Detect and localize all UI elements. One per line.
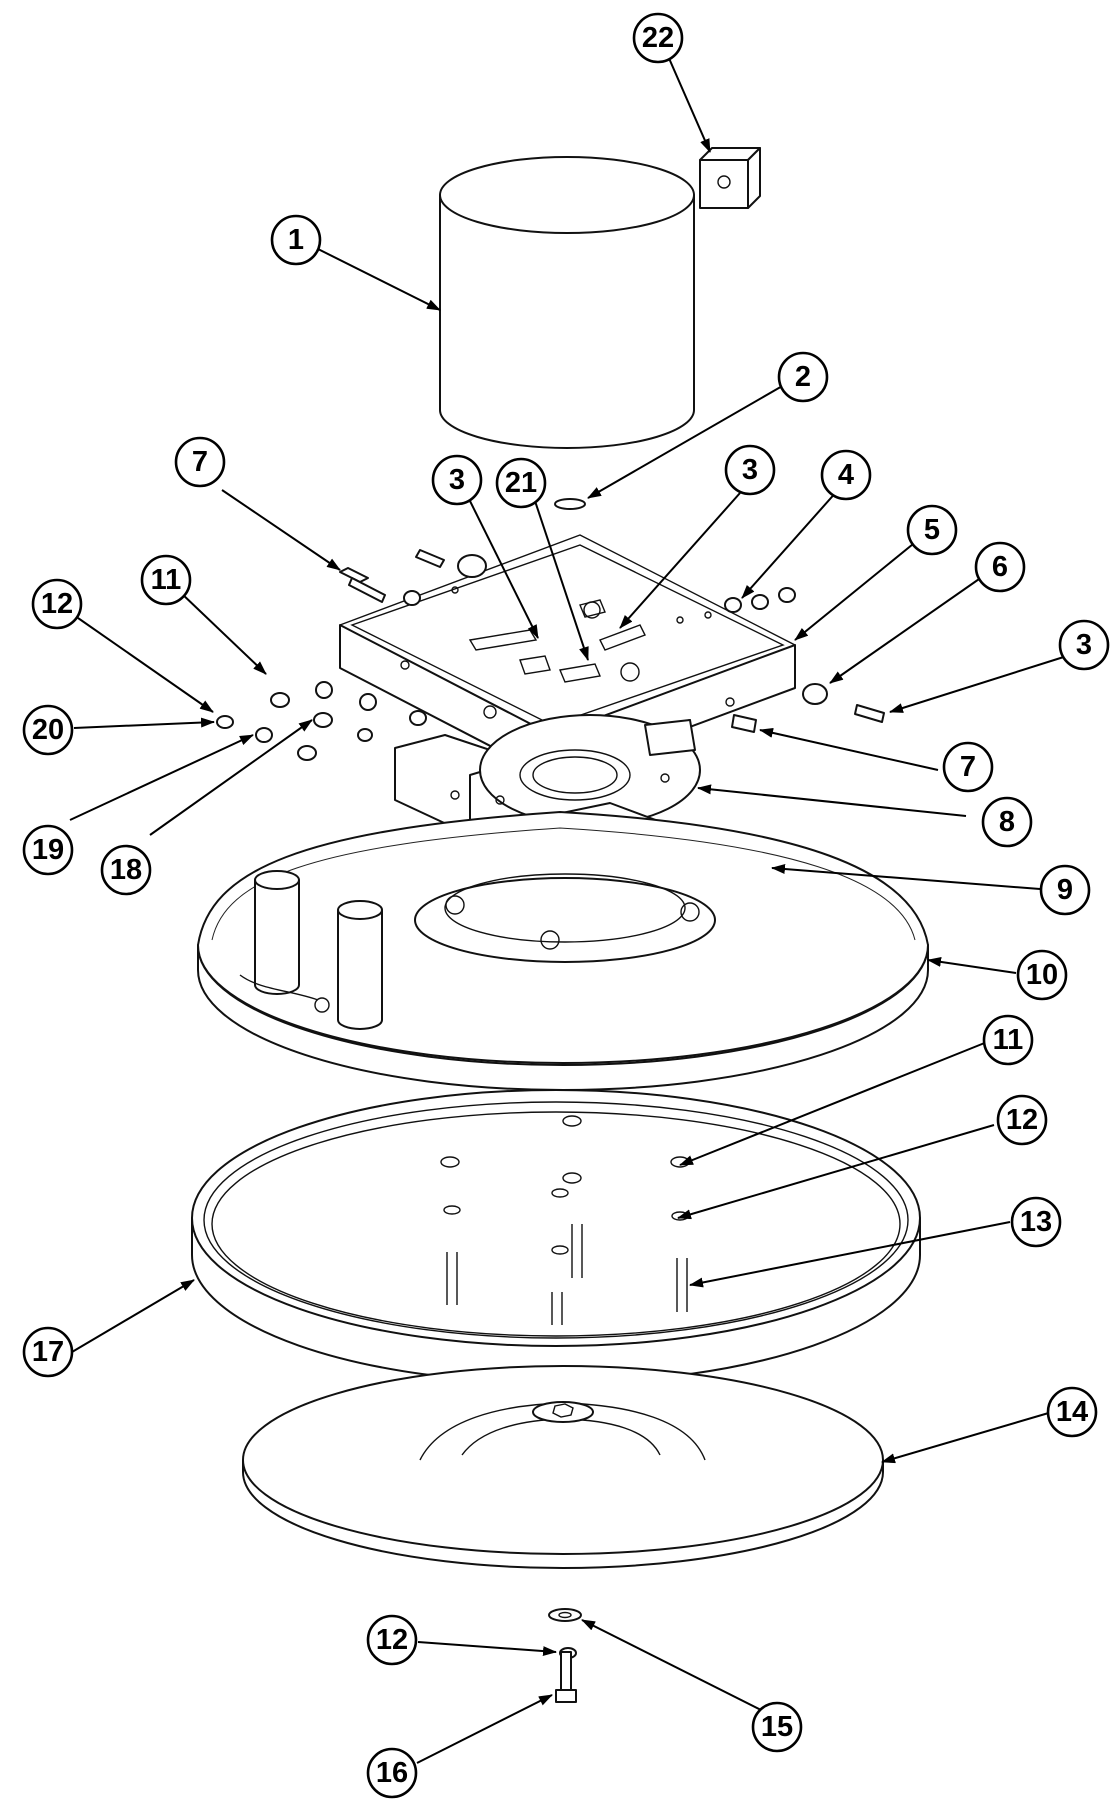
callout-12-upper: 12 (31, 578, 83, 630)
callout-10-label: 10 (1026, 959, 1058, 991)
callout-12-mid-label: 12 (1006, 1104, 1038, 1136)
callout-4-label: 4 (838, 459, 854, 491)
callout-15: 15 (751, 1701, 803, 1753)
callout-8-label: 8 (999, 806, 1015, 838)
callout-13-label: 13 (1020, 1206, 1052, 1238)
part-22-cube (699, 147, 761, 209)
callout-3-left-label: 3 (449, 464, 465, 496)
callout-17-label: 17 (32, 1336, 64, 1368)
callout-7-upper-label: 7 (192, 446, 208, 478)
callout-3-left: 3 (431, 454, 483, 506)
callout-4: 4 (820, 449, 872, 501)
callout-16-label: 16 (376, 1757, 408, 1789)
callout-16: 16 (366, 1747, 418, 1799)
callout-1-label: 1 (288, 224, 304, 256)
callout-6-label: 6 (992, 551, 1008, 583)
callout-3-right-label: 3 (1076, 629, 1092, 661)
callout-5: 5 (906, 504, 958, 556)
callout-22: 22 (632, 12, 684, 64)
callout-9-label: 9 (1057, 874, 1073, 906)
callout-2: 2 (777, 351, 829, 403)
callout-14-label: 14 (1056, 1396, 1088, 1428)
callout-1: 1 (270, 214, 322, 266)
part-15-washer (548, 1608, 582, 1622)
callout-18: 18 (100, 844, 152, 896)
part-2-o-ring (554, 498, 586, 510)
callout-7-lower: 7 (942, 741, 994, 793)
callout-7-upper: 7 (174, 436, 226, 488)
callout-11-lower: 11 (982, 1014, 1034, 1066)
callout-3-right: 3 (1058, 619, 1110, 671)
callout-3-mid-label: 3 (742, 454, 758, 486)
callout-11-upper-label: 11 (151, 564, 182, 596)
callout-21-label: 21 (505, 467, 537, 499)
callout-19: 19 (22, 824, 74, 876)
callout-3-mid: 3 (724, 444, 776, 496)
part-10-base-housing (197, 811, 929, 1091)
callout-12-lower-label: 12 (376, 1624, 408, 1656)
callout-19-label: 19 (32, 834, 64, 866)
callout-20-label: 20 (32, 714, 64, 746)
part-1-cylinder (439, 156, 695, 449)
callout-18-label: 18 (110, 854, 142, 886)
right-fasteners (724, 587, 885, 733)
callout-17: 17 (22, 1326, 74, 1378)
left-fasteners (216, 681, 427, 761)
leader-lines (69, 55, 1071, 1764)
callout-11-lower-label: 11 (993, 1024, 1024, 1056)
part-17-ring-gasket (191, 1089, 921, 1384)
callout-20: 20 (22, 704, 74, 756)
part-7-bolt-upper (339, 549, 487, 606)
callout-12-mid: 12 (996, 1094, 1048, 1146)
callout-21: 21 (495, 457, 547, 509)
callout-13: 13 (1010, 1196, 1062, 1248)
callout-14: 14 (1046, 1386, 1098, 1438)
callout-8: 8 (981, 796, 1033, 848)
part-16-screw (555, 1651, 577, 1703)
callout-12-upper-label: 12 (41, 588, 73, 620)
callout-9: 9 (1039, 864, 1091, 916)
callout-15-label: 15 (761, 1711, 793, 1743)
callout-10: 10 (1016, 949, 1068, 1001)
callout-6: 6 (974, 541, 1026, 593)
callout-7-lower-label: 7 (960, 751, 976, 783)
callout-22-label: 22 (642, 22, 674, 54)
callout-12-lower: 12 (366, 1614, 418, 1666)
part-14-diffuser (242, 1365, 884, 1569)
callout-11-upper: 11 (140, 554, 192, 606)
callout-2-label: 2 (795, 361, 811, 393)
callout-5-label: 5 (924, 514, 940, 546)
